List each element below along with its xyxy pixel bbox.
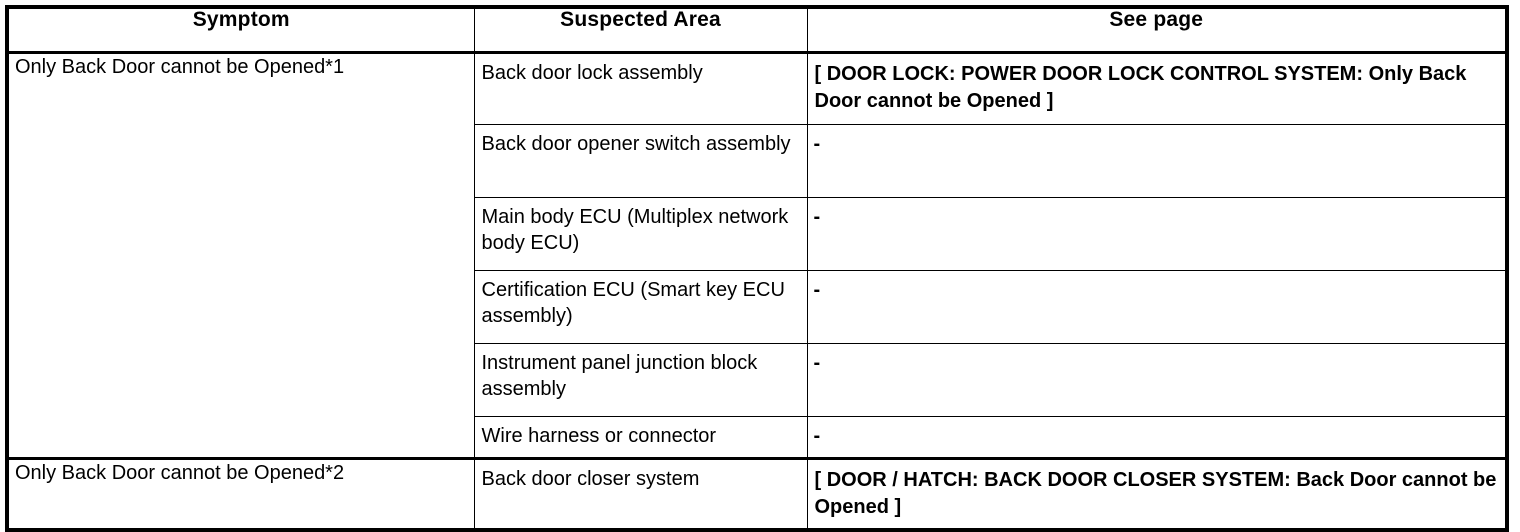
- suspected-area-text: Back door closer system: [481, 468, 700, 490]
- suspected-area-text: Wire harness or connector: [481, 425, 717, 447]
- see-page-cell: -: [806, 124, 1508, 198]
- table-row: Only Back Door cannot be Opened*1 Back d…: [6, 51, 1508, 459]
- see-page-value: -: [813, 206, 821, 228]
- see-page-cell: -: [806, 270, 1508, 344]
- see-page-cell: -: [806, 343, 1508, 417]
- symptom-cell: Only Back Door cannot be Opened*1: [6, 51, 475, 459]
- see-page-link[interactable]: [ DOOR LOCK: POWER DOOR LOCK CONTROL SYS…: [814, 63, 1467, 112]
- suspected-area-cell: Back door lock assembly: [473, 51, 808, 125]
- see-page-cell: [ DOOR / HATCH: BACK DOOR CLOSER SYSTEM:…: [806, 457, 1508, 531]
- header-row: Symptom Suspected Area See page: [6, 6, 1508, 54]
- suspected-area-cell: Main body ECU (Multiplex network body EC…: [473, 197, 808, 271]
- table-body: Only Back Door cannot be Opened*1 Back d…: [6, 51, 1508, 531]
- suspected-area-text: Back door opener switch assembly: [481, 133, 791, 155]
- table-row: Back door opener switch assembly -: [7, 124, 1508, 198]
- table-row: Instrument panel junction block assembly…: [7, 343, 1508, 417]
- symptom-cell: Only Back Door cannot be Opened*2: [6, 457, 475, 531]
- suspected-area-cell: Wire harness or connector: [473, 416, 808, 459]
- suspected-area-cell: Certification ECU (Smart key ECU assembl…: [473, 270, 808, 344]
- see-page-cell: -: [806, 416, 1508, 459]
- symptom-text: Only Back Door cannot be Opened*2: [15, 462, 345, 484]
- diagnostic-symptom-table: Symptom Suspected Area See page Only Bac…: [5, 5, 1509, 532]
- table-row: Main body ECU (Multiplex network body EC…: [7, 197, 1508, 271]
- suspected-area-text: Instrument panel junction block assembly: [481, 352, 758, 400]
- see-page-value: -: [813, 133, 821, 155]
- suspected-area-text: Certification ECU (Smart key ECU assembl…: [481, 279, 785, 327]
- suspected-area-cell: Back door closer system: [473, 457, 808, 531]
- column-header-see-page-label: See page: [1109, 8, 1204, 31]
- column-header-suspected-area-label: Suspected Area: [560, 8, 721, 31]
- see-page-value: -: [813, 279, 821, 301]
- see-page-value: -: [813, 425, 821, 447]
- suspected-area-text: Back door lock assembly: [481, 62, 703, 84]
- column-header-symptom-label: Symptom: [192, 8, 290, 31]
- symptom-text: Only Back Door cannot be Opened*1: [15, 56, 345, 78]
- see-page-link[interactable]: [ DOOR / HATCH: BACK DOOR CLOSER SYSTEM:…: [814, 469, 1497, 518]
- suspected-area-cell: Instrument panel junction block assembly: [473, 343, 808, 417]
- see-page-cell: [ DOOR LOCK: POWER DOOR LOCK CONTROL SYS…: [806, 51, 1508, 125]
- table-row: Wire harness or connector -: [7, 416, 1508, 459]
- column-header-see-page: See page: [806, 6, 1508, 54]
- suspected-area-cell: Back door opener switch assembly: [473, 124, 808, 198]
- see-page-value: -: [813, 352, 821, 374]
- suspected-area-text: Main body ECU (Multiplex network body EC…: [481, 206, 789, 254]
- column-header-suspected-area: Suspected Area: [473, 6, 808, 54]
- column-header-symptom: Symptom: [6, 6, 475, 54]
- table-row: Certification ECU (Smart key ECU assembl…: [7, 270, 1508, 344]
- diagnostic-symptom-table-container: Symptom Suspected Area See page Only Bac…: [5, 5, 1509, 532]
- see-page-cell: -: [806, 197, 1508, 271]
- table-header: Symptom Suspected Area See page: [6, 6, 1508, 54]
- table-row: Only Back Door cannot be Opened*2 Back d…: [6, 457, 1508, 531]
